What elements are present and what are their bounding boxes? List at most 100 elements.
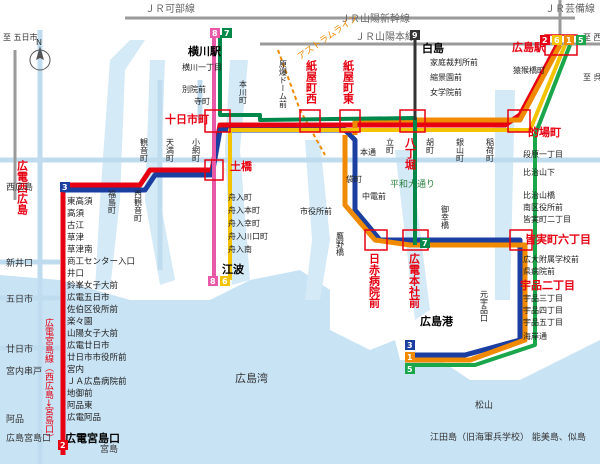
nishikannon: 西観音町 [134,190,143,222]
badge-3-port: 3 [407,341,413,350]
badge-6-eba: 6 [222,277,228,286]
district-itsukaichi: 五日市 [6,293,33,305]
miyajima-st-3: 古江 [67,220,85,231]
major-station-labels: 広電西広島 十日市町 土橋 紙屋町西 紙屋町東 八丁堀 的場町 広島駅 皆実町六… [16,40,592,309]
jr-kabe-label: ＪＲ可部線 [145,2,195,15]
station-ujina2: 宇品二丁目 [520,278,575,292]
badge-9: 9 [412,31,418,40]
honkawa-cho: 本川町 [239,79,248,104]
jr-geibi-label: ＪＲ芸備線 [545,2,595,15]
district-miyajima: 宮島 [100,443,118,455]
badge-8-top: 8 [212,29,218,38]
svg-text:N: N [36,38,42,47]
fukushimacho: 福島町 [108,190,117,214]
ujina-5: 宇品五丁目 [523,317,563,327]
minamimachi2: 皆実町二丁目 [523,214,571,224]
miyajima-st-7: 井口 [67,268,84,279]
danbara: 段原一丁目 [523,149,563,159]
dir-kure: 至 呉 [583,73,600,82]
district-miyauchi: 宮内串戸 [6,365,42,377]
funairi-2: 舟入本町 [228,205,260,215]
station-nissekibyoin: 日赤病院前 [368,253,381,309]
tatemachi: 立町 [386,137,395,154]
funairi-5: 舟入南 [228,244,252,254]
funairi-3: 舟入幸町 [228,218,260,228]
miyajima-st-5: 草津南 [67,244,93,255]
chuden: 中電前 [362,191,386,201]
koamicho: 小網町 [192,138,201,162]
district-hatsukaichi: 廿日市 [6,343,33,355]
shiyakusho: 市役所前 [300,206,332,216]
hakushima-3: 女学院前 [430,87,462,97]
ujina-3: 宇品三丁目 [523,293,563,303]
ebisucho: 胡町 [426,137,435,154]
tenmacho: 天満町 [166,138,175,162]
dir-yokogawa-line: 至 五日市 [3,32,38,42]
route-1-south-line [342,135,528,363]
betsuin: 別院前 [182,84,206,94]
miyajima-st-18: 阿品東 [67,400,93,411]
enkobashi: 猿猴橋町 [513,65,545,75]
badge-2-miyajima: 2 [60,441,66,450]
miyajima-st-4: 草津 [67,232,85,243]
kannonmachi: 観音町 [140,137,149,162]
station-hiroden-miyajima-guchi: 広電宮島口 [65,431,120,445]
miyajima-st-14: 廿日市市役所前 [67,352,127,363]
route-6-line [228,44,567,280]
badge-2: 2 [542,36,548,45]
jr-shinkansen-label: ＪＲ山陽新幹線 [340,12,410,25]
miyajima-st-6: 商工センター入口 [67,256,135,267]
miyajima-st-16: ＪＡ広島病院前 [67,376,127,387]
district-matsuyama: 松山 [475,399,493,411]
district-ajina: 阿品 [6,414,24,425]
district-shinnoi: 新井口 [6,257,33,269]
station-minamimachi6: 皆実町六丁目 [525,232,591,246]
station-kamiyacho-higashi: 紙屋町東 [342,59,355,105]
teramachi: 寺町 [194,97,210,106]
kanayamacho: 銀山町 [456,137,465,162]
station-hatchobori: 八丁堀 [404,137,418,171]
station-hiroden-honsha: 広電本社前 [408,252,422,309]
hakushima-2: 縮景園前 [430,72,462,82]
district-miyajima-guchi: 広島宮島口 [6,432,51,444]
station-matomachi: 的場町 [528,125,561,139]
miyajima-st-12: 山陽女子大前 [67,328,119,339]
takanobashi: 鷹野橋 [336,231,345,257]
hijiyamabashi: 比治山橋 [523,190,555,200]
district-nishihiroshima: 西広島 [6,181,33,193]
station-hiroshima-port: 広島港 [420,314,454,328]
district-etajima: 江田島（旧海軍兵学校） 能美島、似島 [430,431,586,443]
miyukibashi: 御幸橋 [441,204,450,230]
direction-labels: 至 五日市 至 西条 至 呉 [3,32,600,82]
miyajima-st-10: 佐伯区役所前 [67,304,119,315]
miyajima-st-2: 高須 [67,208,85,219]
station-kamiyacho-nishi: 紙屋町西 [305,59,318,105]
miyajima-line-stations: 東高須 高須 古江 草津 草津南 商工センター入口 井口 鈴峯女子大前 広電五日… [67,196,135,423]
dir-saijo: 至 西条 [583,32,600,42]
badge-1-port: 1 [407,353,413,362]
miyajima-st-11: 楽々園 [67,316,93,327]
genbaku-dome: 原爆ドーム前 [279,60,288,109]
hijiyamashita: 比治山下 [523,167,555,177]
ota-river [95,40,145,290]
route-7-line [218,35,417,245]
route-5-line [405,44,572,367]
yokogawa-1: 横川一丁目 [182,62,222,72]
north-compass: N [29,38,51,71]
kyobashi-river [395,150,430,320]
miyajima-st-9: 広電五日市 [67,292,110,303]
miyajima-st-15: 宮内 [67,364,84,375]
route-1-line [352,43,563,135]
miyajima-st-19: 広電阿品 [67,412,101,423]
motoujina: 元宇品口 [480,290,489,322]
miyajima-st-13: 広電廿日市 [67,340,110,351]
badge-3-west: 3 [62,183,68,192]
badge-6: 6 [554,36,560,45]
station-dobashi: 土橋 [230,159,253,173]
motoyasu-river [305,140,330,300]
ujina-1: 広大附属学校前 [523,254,579,264]
heiwa-odori-label: 平和大通り [390,178,435,190]
kaigandori: 海岸通 [523,331,547,341]
